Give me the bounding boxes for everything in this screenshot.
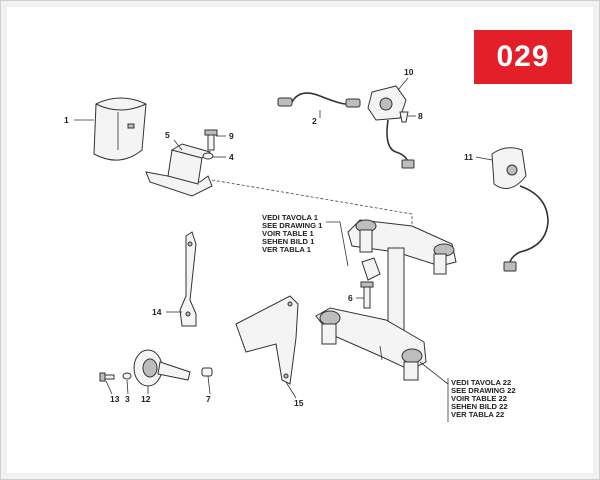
callout-6: 6	[348, 293, 353, 303]
ref22-line-4: SEHEN BILD 22	[451, 402, 508, 411]
page-number-badge: 029	[474, 30, 572, 84]
ref1-line-4: SEHEN BILD 1	[262, 237, 315, 246]
callout-5: 5	[165, 130, 170, 140]
ref22-line-2: SEE DRAWING 22	[451, 386, 516, 395]
steering-stem-assembly: 6	[315, 219, 457, 381]
callout-10: 10	[404, 67, 414, 77]
callout-7: 7	[206, 394, 211, 404]
callout-14: 14	[152, 307, 162, 317]
part-15-bracket: 15	[235, 295, 304, 408]
part-12-horn: 12 13 3 7	[99, 349, 213, 404]
part-14-bracket: 14	[152, 231, 197, 327]
ref1-line-3: VOIR TABLE 1	[262, 229, 315, 238]
ref1-line-5: VER TABLA 1	[262, 245, 312, 254]
reference-drawing-22: VEDI TAVOLA 22 SEE DRAWING 22 VOIR TABLE…	[419, 361, 516, 422]
reference-drawing-1: VEDI TAVOLA 1 SEE DRAWING 1 VOIR TABLE 1…	[262, 213, 349, 267]
callout-2: 2	[312, 116, 317, 126]
part-11-handlebar-switch: 11	[464, 147, 549, 272]
callout-3: 3	[125, 394, 130, 404]
callout-11: 11	[464, 152, 473, 162]
callout-15: 15	[294, 398, 304, 408]
callout-4: 4	[229, 152, 234, 162]
part-10-ignition-switch: 10 8	[367, 67, 423, 169]
ref22-line-5: VER TABLA 22	[451, 410, 504, 419]
callout-8: 8	[418, 111, 423, 121]
callout-1: 1	[64, 115, 69, 125]
ref22-line-1: VEDI TAVOLA 22	[451, 378, 511, 387]
callout-12: 12	[141, 394, 151, 404]
ref1-line-1: VEDI TAVOLA 1	[262, 213, 319, 222]
ref22-line-3: VOIR TABLE 22	[451, 394, 507, 403]
callout-9: 9	[229, 131, 234, 141]
callout-13: 13	[110, 394, 120, 404]
part-1-housing: 1	[64, 97, 147, 161]
part-2-harness: 2	[277, 92, 361, 126]
ref1-line-2: SEE DRAWING 1	[262, 221, 323, 230]
part-5-relay: 5 9 4	[145, 129, 413, 232]
